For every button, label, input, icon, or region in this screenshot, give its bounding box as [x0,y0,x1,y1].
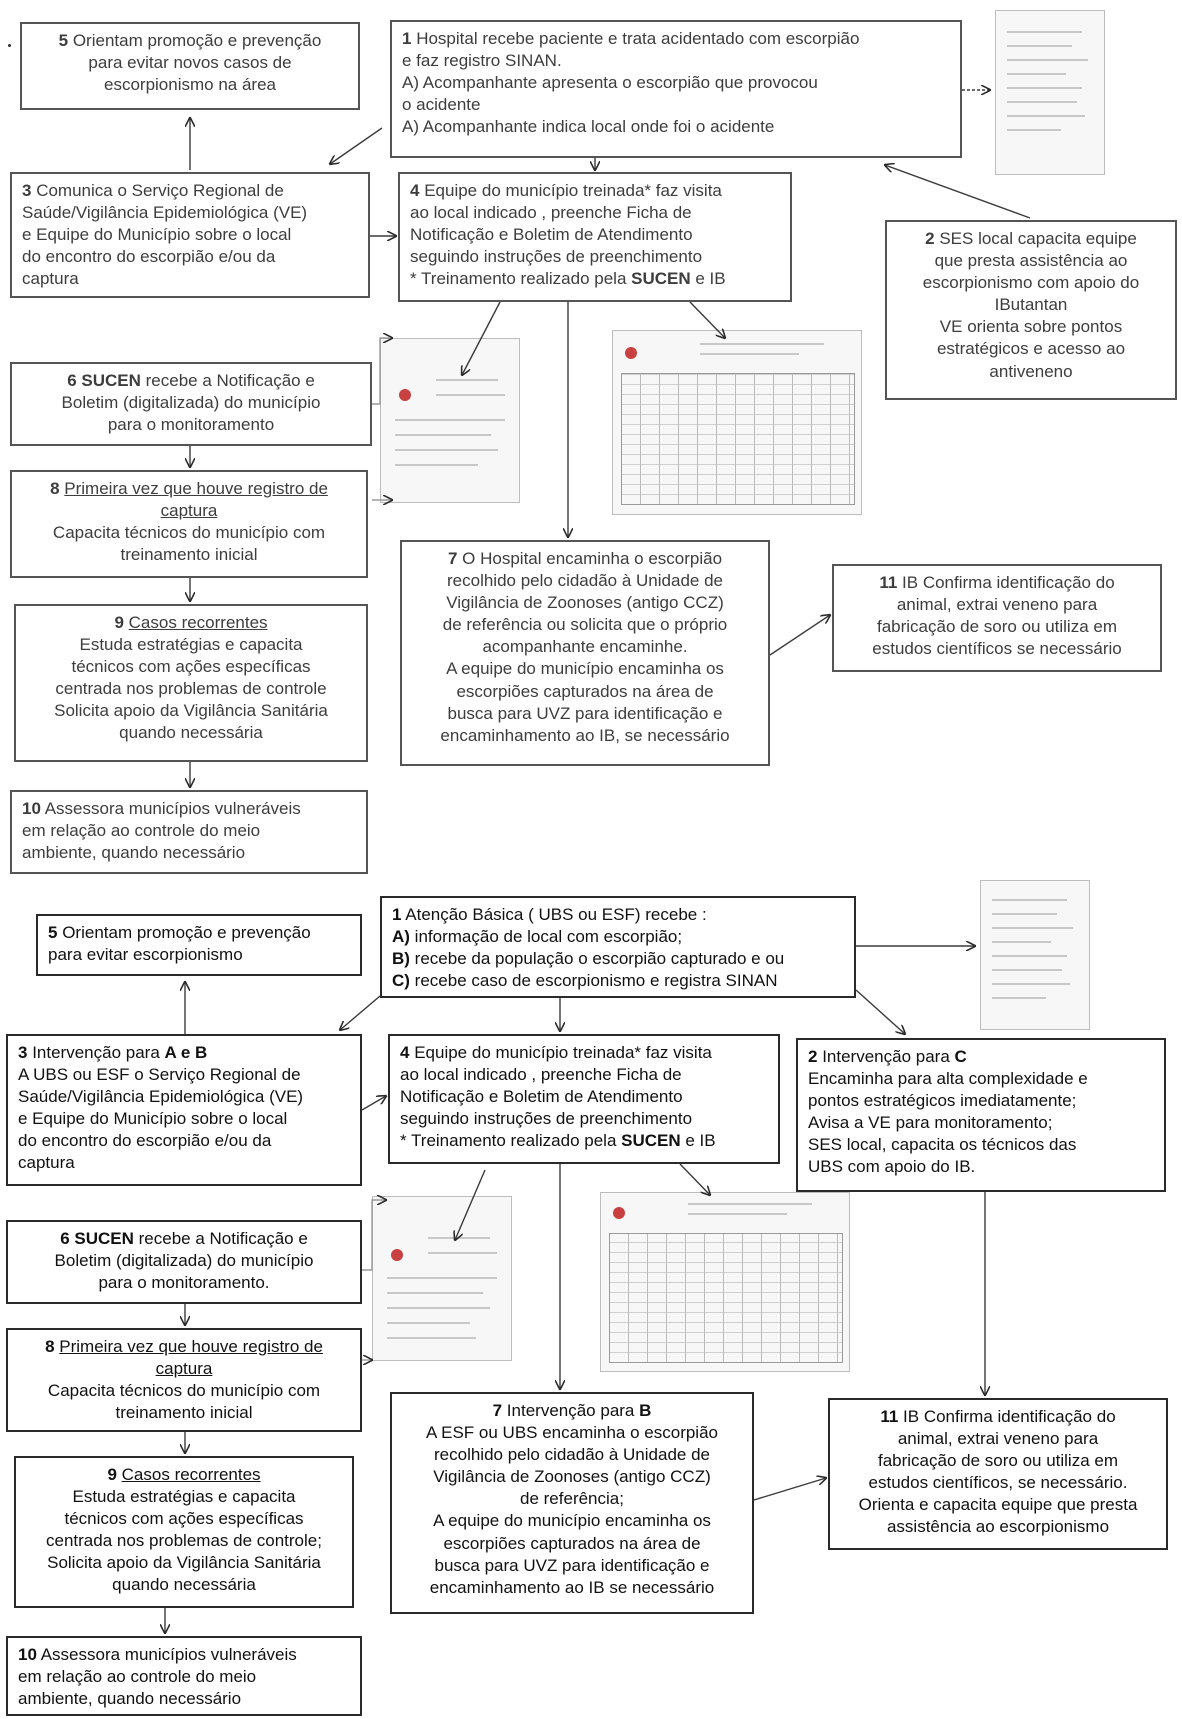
notification-form-thumbnail [372,1196,512,1361]
top-box-9: 9 Casos recorrentes Estuda estratégias e… [14,604,368,762]
bracket-6-form [372,338,392,405]
bottom-box-3: 3 Intervenção para A e B A UBS ou ESF o … [6,1034,362,1186]
arrow-4-to-form [462,301,501,375]
arrow-b4-to-form [455,1169,486,1240]
box-number: 1 [402,29,412,48]
box-number: 5 [58,31,69,50]
attendance-sheet-thumbnail [612,330,862,515]
bottom-box-6: 6 SUCEN recebe a Notificação e Boletim (… [6,1220,362,1304]
stray-dot [8,44,11,47]
arrow-b1-to-3 [340,995,381,1030]
bottom-box-8: 8 Primeira vez que houve registro de cap… [6,1328,362,1432]
bottom-box-7: 7 Intervenção para B A ESF ou UBS encami… [390,1392,754,1614]
top-box-1: 1 Hospital recebe paciente e trata acide… [390,20,962,158]
top-box-8: 8 Primeira vez que houve registro de cap… [10,470,368,578]
bottom-box-11: 11 IB Confirma identificação do animal, … [828,1398,1168,1550]
box-number: 3 [22,181,32,200]
arrow-b3-to-4 [361,1096,386,1111]
arrow-b7-to-11 [753,1478,826,1501]
bottom-box-1: 1 Atenção Básica ( UBS ou ESF) recebe : … [380,896,856,998]
arrow-2-to-1 [885,165,1031,219]
top-box-4: 4 Equipe do município treinada* faz visi… [398,172,792,302]
arrow-1-to-3 [330,127,383,164]
bottom-box-4: 4 Equipe do município treinada* faz visi… [388,1034,780,1164]
bottom-box-9: 9 Casos recorrentes Estuda estratégias e… [14,1456,354,1608]
top-box-6: 6 SUCEN recebe a Notificação e Boletim (… [10,362,372,446]
top-box-3: 3 Comunica o Serviço Regional de Saúde/V… [10,172,370,298]
arrow-b1-to-2 [855,989,905,1034]
arrow-b4-to-sheet [679,1163,710,1195]
notification-form-thumbnail [380,338,520,503]
bottom-box-5: 5 Orientam promoção e prevenção para evi… [36,914,362,976]
top-box-10: 10 Assessora municípios vulneráveis em r… [10,790,368,874]
box-number: 2 [925,229,935,248]
sinan-record-thumbnail [995,10,1105,175]
bracket-b6-form [362,1200,386,1271]
top-box-2: 2 SES local capacita equipe que presta a… [885,220,1177,400]
top-box-5: 5 Orientam promoção e prevenção para evi… [20,22,360,110]
attendance-sheet-thumbnail [600,1192,850,1372]
top-box-11: 11 IB Confirma identificação do animal, … [832,564,1162,672]
arrow-4-to-sheet [689,301,725,338]
sinan-record-thumbnail [980,880,1090,1030]
bottom-box-2: 2 Intervenção para C Encaminha para alta… [796,1038,1166,1192]
bottom-box-10: 10 Assessora municípios vulneráveis em r… [6,1636,362,1716]
box-number: 4 [410,181,420,200]
top-box-7: 7 O Hospital encaminha o escorpião recol… [400,540,770,766]
arrow-7-to-11 [769,615,830,656]
